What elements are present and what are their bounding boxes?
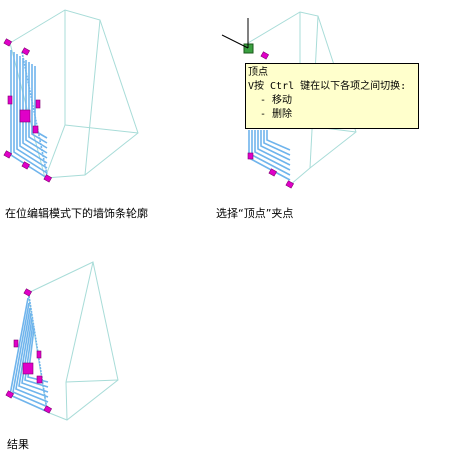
wireframe-box-3 <box>27 261 119 421</box>
grip-vertex[interactable] <box>23 288 33 297</box>
caption-panel-3: 结果 <box>7 438 29 451</box>
tooltip-instruction: V按 Ctrl 键在以下各项之间切换: <box>248 81 407 92</box>
grip-center[interactable] <box>19 109 31 123</box>
caption-panel-2: 选择“顶点”夹点 <box>216 207 294 220</box>
grip-edge[interactable] <box>35 99 41 109</box>
crosshair-cursor-icon <box>221 18 249 49</box>
grip-edge[interactable] <box>36 375 43 384</box>
grip-edge[interactable] <box>7 95 13 105</box>
grip-center[interactable] <box>22 362 34 375</box>
grip-edge[interactable] <box>36 350 42 359</box>
caption-panel-1: 在位编辑模式下的墙饰条轮廓 <box>5 207 148 220</box>
grip-vertex[interactable] <box>285 180 295 189</box>
grip-vertex[interactable] <box>3 150 13 159</box>
tooltip-option-move: - 移动 <box>260 95 293 106</box>
grip-edge[interactable] <box>247 152 254 160</box>
tooltip-title: 顶点 <box>248 67 268 78</box>
tooltip-option-delete: - 删除 <box>260 109 293 120</box>
grip-vertex[interactable] <box>43 174 53 183</box>
grip-vertex[interactable] <box>268 168 278 177</box>
grip-edge[interactable] <box>13 339 19 348</box>
sweep-profile-stripes-3 <box>9 295 49 413</box>
grips-3[interactable] <box>5 288 53 414</box>
sweep-profile-stripes-1 <box>10 50 48 179</box>
grip-vertex[interactable] <box>260 51 270 60</box>
grip-vertex[interactable] <box>5 390 15 399</box>
grip-edge[interactable] <box>32 125 39 134</box>
grip-vertex[interactable] <box>43 405 53 414</box>
grip-vertex[interactable] <box>3 38 13 47</box>
grips-1[interactable] <box>3 38 53 183</box>
grip-vertex[interactable] <box>21 47 31 56</box>
vertex-grip-tooltip: 顶点 V按 Ctrl 键在以下各项之间切换: - 移动 - 删除 <box>245 63 419 129</box>
grips-2[interactable] <box>247 51 295 189</box>
grip-edge[interactable] <box>21 161 31 170</box>
